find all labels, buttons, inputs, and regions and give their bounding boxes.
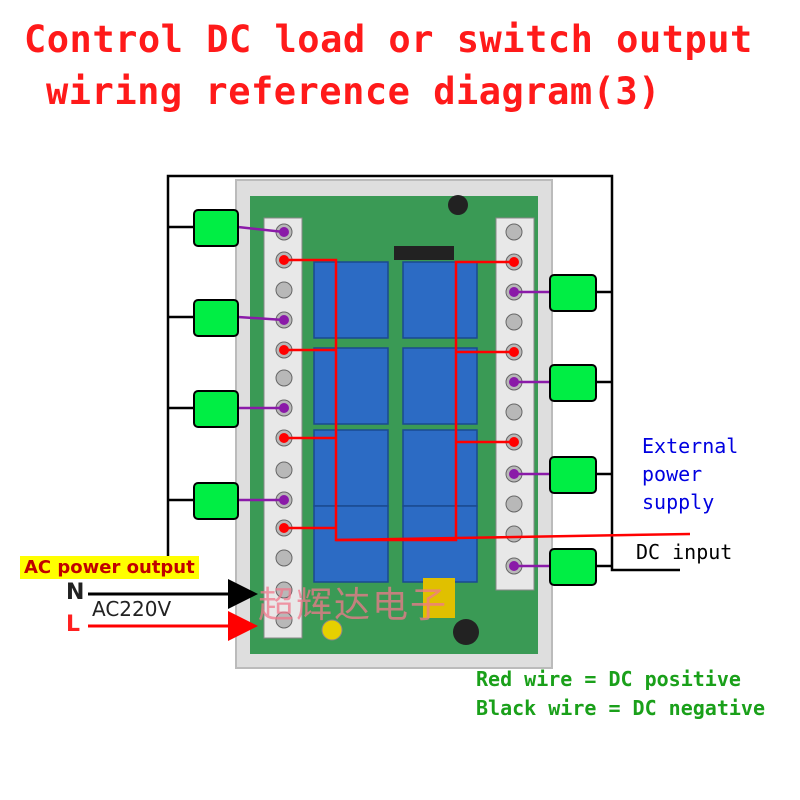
- load-box-left-3: [193, 390, 239, 428]
- title-line-2: wiring reference diagram(3): [46, 70, 661, 113]
- left-terminals: [263, 217, 303, 639]
- ac-power-output-label: AC power output: [20, 556, 199, 579]
- watermark: 超辉达电子: [258, 585, 449, 626]
- positive-wires: [284, 258, 691, 542]
- capacitor-small: [321, 619, 343, 641]
- chip: [394, 246, 454, 260]
- load-box-right-4: [549, 548, 597, 586]
- relay-1: [313, 261, 389, 339]
- relay-2: [402, 261, 478, 339]
- load-box-left-4: [193, 482, 239, 520]
- n-label: N: [66, 580, 85, 605]
- load-box-left-1: [193, 209, 239, 247]
- external-power-supply-label: External power supply: [642, 434, 739, 514]
- relay-7: [313, 505, 389, 583]
- relays: [313, 261, 478, 583]
- relay-5: [313, 429, 389, 507]
- load-boxes: [193, 209, 597, 586]
- relay-4: [402, 347, 478, 425]
- load-box-right-1: [549, 274, 597, 312]
- title-line-1: Control DC load or switch output: [24, 18, 753, 61]
- legend-red-wire: Red wire = DC positive: [476, 667, 741, 691]
- l-label: L: [66, 612, 81, 637]
- load-box-left-2: [193, 299, 239, 337]
- wire-terminal-dots: [279, 227, 519, 571]
- load-box-right-3: [549, 456, 597, 494]
- relay-3: [313, 347, 389, 425]
- legend-black-wire: Black wire = DC negative: [476, 696, 765, 720]
- dc-input-label: DC input: [636, 540, 733, 564]
- antenna-coil: [448, 195, 468, 215]
- ac-voltage-label: AC220V: [92, 597, 172, 621]
- relay-8: [402, 505, 478, 583]
- load-box-right-2: [549, 364, 597, 402]
- negative-wires: [166, 174, 680, 572]
- capacitor: [453, 619, 479, 645]
- power-module: [423, 578, 455, 618]
- load-wires: [237, 225, 550, 568]
